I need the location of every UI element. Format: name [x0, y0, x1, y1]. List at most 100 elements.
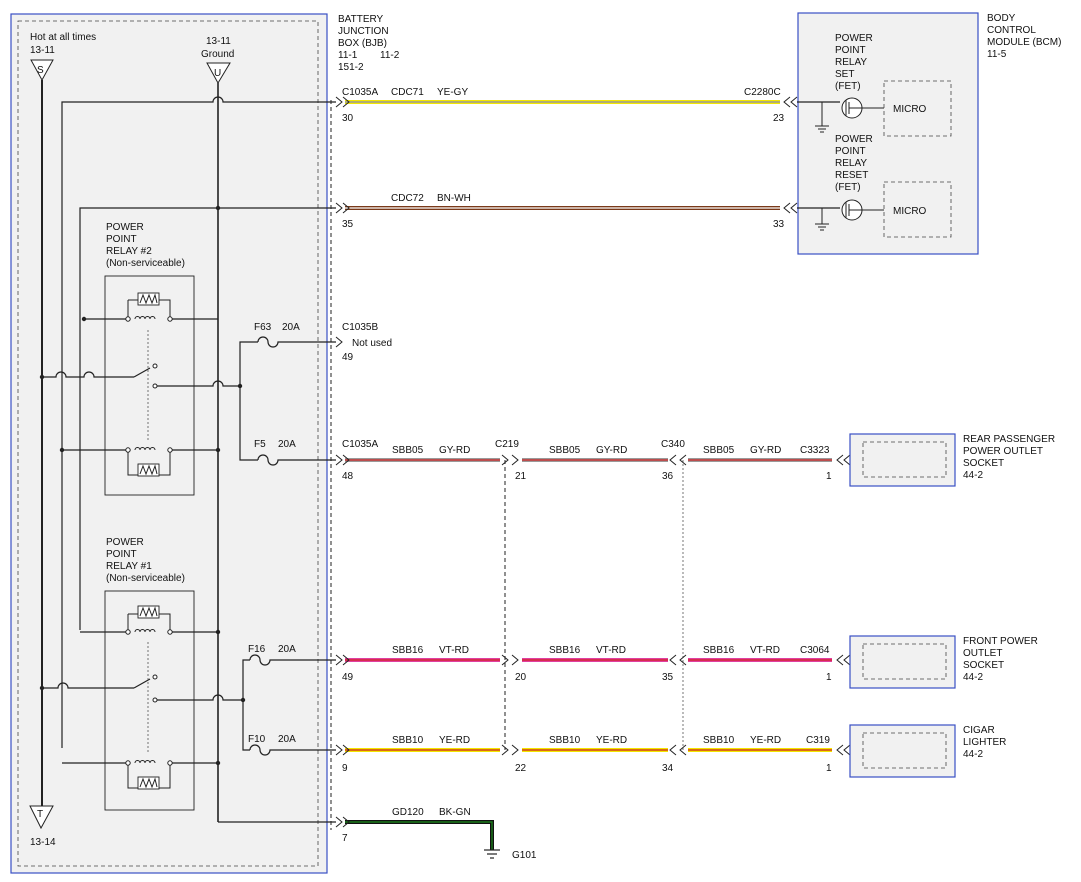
- relay-1-switch-contact: [152, 674, 158, 680]
- svg-text:YE-RD: YE-RD: [750, 735, 781, 746]
- splice-s-symbol: [30, 59, 54, 82]
- svg-text:Not used: Not used: [352, 338, 392, 349]
- svg-text:20A: 20A: [278, 734, 296, 745]
- svg-text:7: 7: [342, 833, 348, 844]
- splice-u-symbol: [206, 62, 231, 85]
- svg-text:(FET): (FET): [835, 182, 861, 193]
- svg-text:YE-RD: YE-RD: [439, 735, 470, 746]
- bjb-title: BATTERY JUNCTION BOX (BJB) 11-1 11-2 151…: [338, 14, 400, 73]
- relay-2-labels: POWER POINT RELAY #2 (Non-serviceable): [106, 222, 185, 269]
- s-ref: 13-11: [30, 45, 55, 56]
- svg-text:(Non-serviceable): (Non-serviceable): [106, 258, 185, 269]
- relay-2-feed-junction: [39, 374, 45, 380]
- relay-2-upper-coil-junction: [81, 316, 87, 322]
- load-rear-power-outlet: REAR PASSENGER POWER OUTLET SOCKET 44-2: [849, 433, 1055, 487]
- hot-label: Hot at all times: [30, 32, 96, 43]
- svg-text:1: 1: [826, 763, 832, 774]
- fet-set-icon: [797, 97, 884, 133]
- svg-text:44-2: 44-2: [963, 672, 983, 683]
- svg-text:34: 34: [662, 763, 674, 774]
- svg-text:1: 1: [826, 471, 832, 482]
- svg-text:11-5: 11-5: [987, 49, 1007, 60]
- svg-text:49: 49: [342, 352, 354, 363]
- relay-2-lower-coil-node-a: [125, 447, 131, 453]
- svg-text:POWER: POWER: [835, 134, 873, 145]
- svg-text:SBB10: SBB10: [703, 735, 735, 746]
- svg-text:20A: 20A: [278, 439, 296, 450]
- t-ref: 13-14: [30, 837, 56, 848]
- wire-sbb10: SBB10 YE-RD 9 22 SBB10 YE-RD 34 SBB10 YE…: [335, 735, 851, 774]
- svg-text:GY-RD: GY-RD: [439, 445, 470, 456]
- u-symbol: U: [214, 68, 221, 79]
- svg-text:20A: 20A: [282, 322, 300, 333]
- f63-feed: [239, 341, 258, 386]
- relay-1-upper-coil: [134, 629, 156, 633]
- svg-text:BODY: BODY: [987, 13, 1016, 24]
- ground-g101-icon: [484, 849, 500, 859]
- svg-text:30: 30: [342, 113, 354, 124]
- relay-2-switch-output: [157, 380, 240, 387]
- relay-1-lower-coil: [134, 760, 156, 764]
- fet-reset-icon: [797, 199, 884, 231]
- svg-text:SOCKET: SOCKET: [963, 660, 1004, 671]
- svg-text:POINT: POINT: [835, 45, 866, 56]
- relay-1-feed-junction: [39, 685, 45, 691]
- relay-2-upper-resistor-zigzag: [139, 293, 158, 305]
- bcm-micro-set-label: MICRO: [893, 104, 927, 115]
- svg-text:POINT: POINT: [106, 234, 137, 245]
- svg-text:C1035A: C1035A: [342, 87, 378, 98]
- svg-text:RELAY: RELAY: [835, 158, 867, 169]
- svg-text:C1035A: C1035A: [342, 439, 378, 450]
- svg-text:C2280C: C2280C: [744, 87, 781, 98]
- svg-text:BOX (BJB): BOX (BJB): [338, 38, 387, 49]
- bcm-micro-reset-label: MICRO: [893, 206, 927, 217]
- cdc72-internal-wire: [79, 207, 336, 630]
- svg-text:GY-RD: GY-RD: [596, 445, 627, 456]
- svg-text:49: 49: [342, 672, 354, 683]
- svg-text:SBB16: SBB16: [549, 645, 581, 656]
- wire-gd120: GD120 BK-GN 7: [335, 807, 494, 850]
- relay-2-lower-coil-node-b: [167, 447, 173, 453]
- wire-cdc71: C1035A CDC71 YE-GY 30 C2280C 23: [335, 87, 798, 124]
- svg-text:CDC72: CDC72: [391, 193, 424, 204]
- svg-text:44-2: 44-2: [963, 749, 983, 760]
- svg-text:POWER OUTLET: POWER OUTLET: [963, 446, 1043, 457]
- bcm-set-label: POWER POINT RELAY SET (FET): [835, 33, 873, 92]
- svg-text:1: 1: [826, 672, 832, 683]
- svg-text:F63: F63: [254, 322, 272, 333]
- relay-2-lower-coil: [134, 447, 156, 451]
- svg-text:VT-RD: VT-RD: [750, 645, 780, 656]
- ground-bus-junction-relay1: [215, 629, 221, 635]
- fuse-f63: F63 20A: [254, 322, 336, 348]
- svg-text:33: 33: [773, 219, 785, 230]
- svg-text:20A: 20A: [278, 644, 296, 655]
- ground-bus-junction-bottom: [215, 760, 221, 766]
- svg-text:POWER: POWER: [106, 222, 144, 233]
- svg-text:C1035B: C1035B: [342, 322, 378, 333]
- relay-2-output-junction: [237, 383, 243, 389]
- wire-sbb05: C1035A SBB05 GY-RD 48 C219 21 SBB05 GY-R…: [335, 439, 851, 482]
- ground-bus-junction-relay2: [215, 447, 221, 453]
- svg-text:SET: SET: [835, 69, 854, 80]
- relay-1-lower-resistor-zigzag: [139, 777, 158, 789]
- svg-text:SBB05: SBB05: [703, 445, 735, 456]
- svg-text:11-1: 11-1: [338, 50, 358, 61]
- svg-text:20: 20: [515, 672, 527, 683]
- svg-text:C3064: C3064: [800, 645, 830, 656]
- wire-sbb16: SBB16 VT-RD 49 20 SBB16 VT-RD 35 SBB16 V…: [335, 645, 851, 683]
- svg-text:MODULE (BCM): MODULE (BCM): [987, 37, 1061, 48]
- svg-text:35: 35: [342, 219, 354, 230]
- svg-text:C319: C319: [806, 735, 830, 746]
- bcm-reset-label: POWER POINT RELAY RESET (FET): [835, 134, 873, 193]
- bjb-box: [10, 13, 328, 874]
- svg-text:RELAY #2: RELAY #2: [106, 246, 152, 257]
- relay-2-switch-blade: [133, 367, 151, 378]
- svg-text:SBB05: SBB05: [549, 445, 581, 456]
- svg-text:OUTLET: OUTLET: [963, 648, 1002, 659]
- svg-text:35: 35: [662, 672, 674, 683]
- relay-1-upper-coil-node-b: [167, 629, 173, 635]
- svg-text:CDC71: CDC71: [391, 87, 424, 98]
- t-symbol: T: [37, 809, 43, 820]
- svg-text:POINT: POINT: [106, 549, 137, 560]
